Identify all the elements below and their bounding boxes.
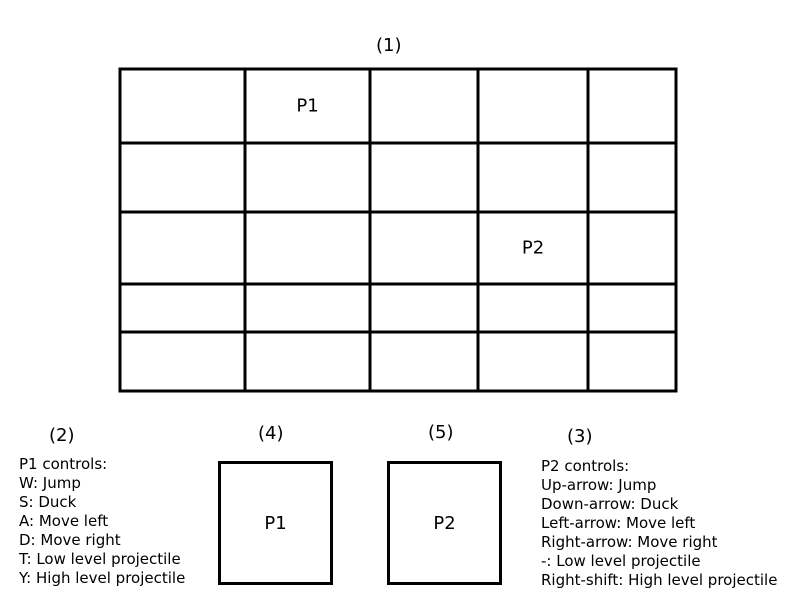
p2-player-box: P2: [387, 461, 502, 585]
p2-controls-title: P2 controls:: [541, 457, 630, 475]
p2-control-item: Right-arrow: Move right: [541, 533, 718, 551]
p2-control-item: -: Low level projectile: [541, 552, 701, 570]
p1-control-item: W: Jump: [19, 474, 81, 492]
p1-player-box: P1: [218, 461, 333, 585]
p1-control-item: Y: High level projectile: [19, 569, 186, 587]
p2-control-item: Left-arrow: Move left: [541, 514, 696, 532]
p2-control-item: Up-arrow: Jump: [541, 476, 657, 494]
p1-box-text: P1: [264, 512, 287, 534]
p1-control-item: S: Duck: [19, 493, 77, 511]
p1-control-item: A: Move left: [19, 512, 109, 530]
p2-control-item: Down-arrow: Duck: [541, 495, 679, 513]
p2-controls-label: (3): [567, 426, 593, 447]
p2-box-label: (5): [428, 422, 454, 443]
p2-controls-panel: P2 controls: Up-arrow: Jump Down-arrow: …: [541, 457, 777, 590]
board-border: [118, 67, 678, 393]
p1-control-item: T: Low level projectile: [19, 550, 181, 568]
p1-controls-title: P1 controls:: [19, 455, 108, 473]
board-marker-p1: P1: [296, 96, 318, 117]
p1-controls-panel: P1 controls: W: Jump S: Duck A: Move lef…: [19, 455, 185, 588]
p2-box-text: P2: [433, 512, 456, 534]
p1-box-label: (4): [258, 423, 284, 444]
board-marker-p2: P2: [522, 238, 544, 259]
p1-control-item: D: Move right: [19, 531, 121, 549]
p1-controls-label: (2): [49, 425, 75, 446]
p2-control-item: Right-shift: High level projectile: [541, 571, 778, 589]
board-label: (1): [376, 35, 402, 56]
